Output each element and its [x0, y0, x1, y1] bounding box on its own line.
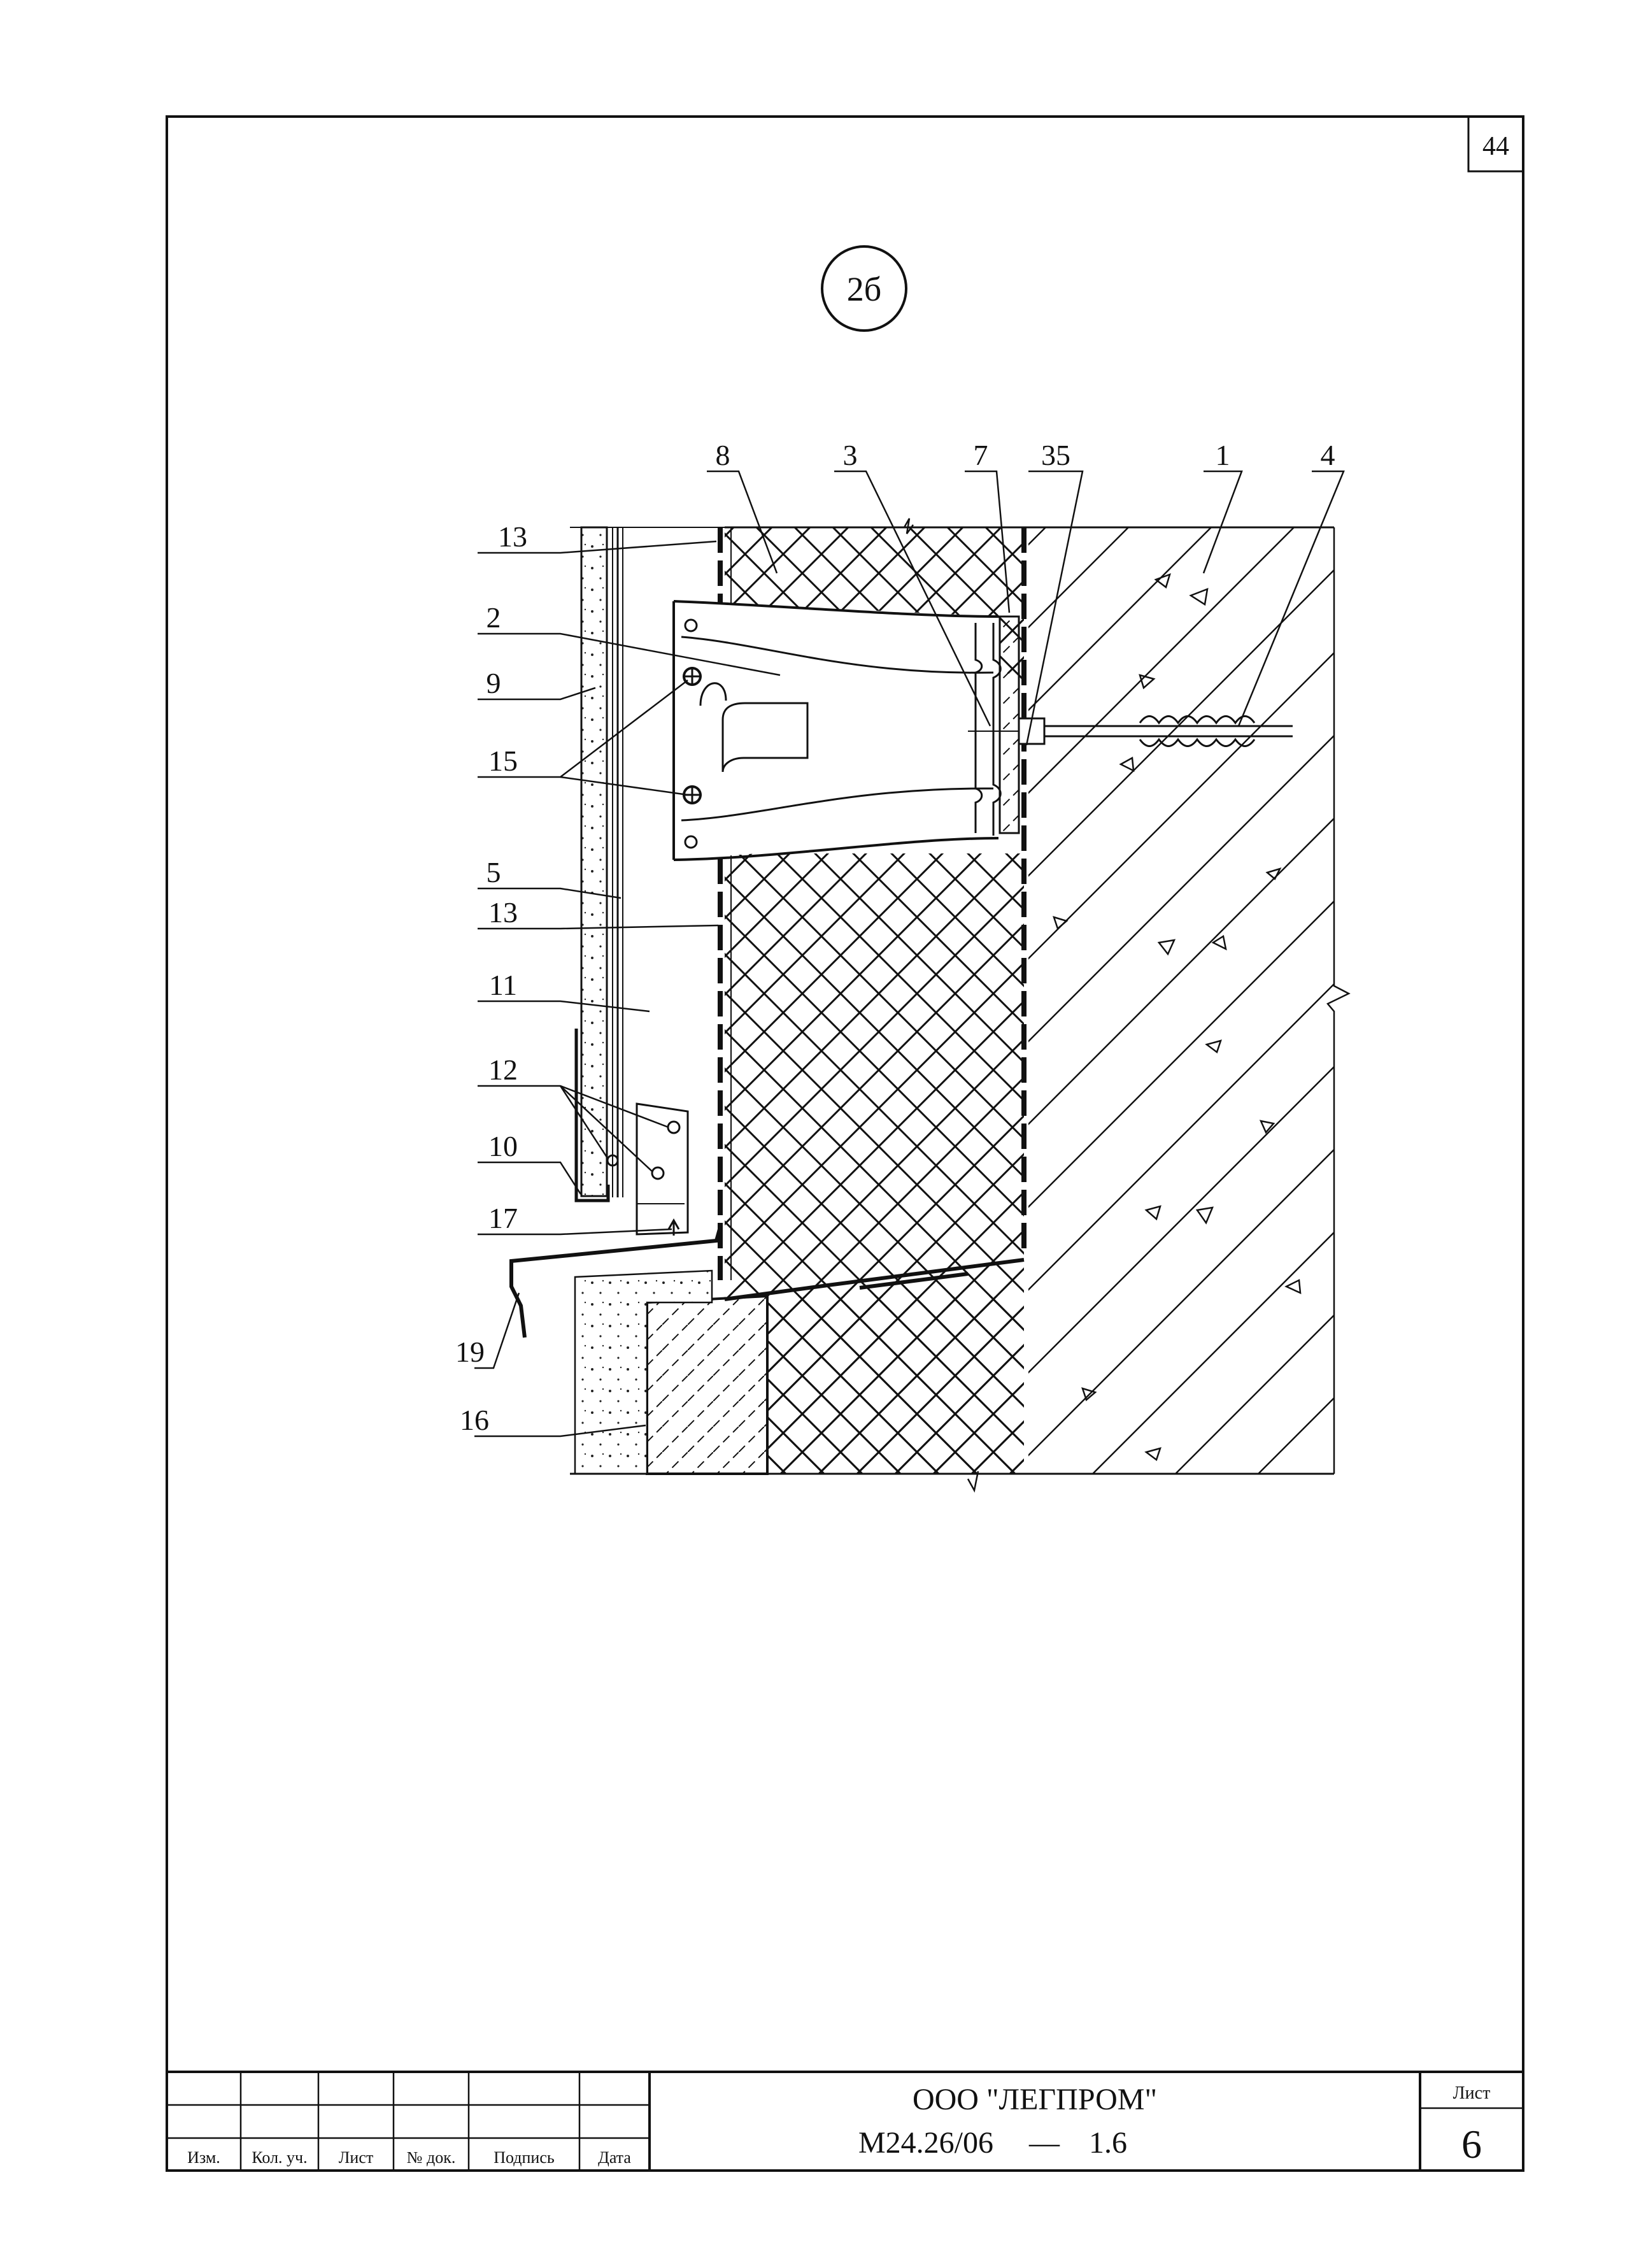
callout-1: 1: [1216, 439, 1230, 471]
detail-mark-label: 2б: [847, 270, 881, 308]
col-izm: Изм.: [187, 2148, 220, 2167]
callout-19: 19: [455, 1336, 485, 1368]
col-date: Дата: [598, 2148, 631, 2167]
callout-2: 2: [487, 601, 501, 634]
callout-7: 7: [974, 439, 988, 471]
hole-icon: [684, 835, 698, 849]
code-dash: —: [1028, 2126, 1060, 2160]
col-doc-number: № док.: [407, 2148, 456, 2167]
page-number: 44: [1482, 132, 1509, 161]
anchor-dowel: [1018, 715, 1293, 747]
page-number-box: 44: [1467, 115, 1524, 173]
facing-panel: [580, 526, 613, 1197]
callout-13-mid: 13: [488, 896, 518, 929]
callout-4: 4: [1321, 439, 1335, 471]
callout-17: 17: [488, 1202, 518, 1234]
callout-35: 35: [1041, 439, 1070, 471]
screw-icon: [683, 667, 702, 686]
sheet-number: 6: [1461, 2122, 1482, 2167]
hole-icon: [684, 618, 698, 632]
callout-13-top: 13: [498, 520, 527, 553]
col-list: Лист: [339, 2148, 373, 2167]
rivet-icon: [651, 1166, 665, 1180]
organization-name: ООО "ЛЕГПРОМ": [913, 2083, 1157, 2116]
callout-3: 3: [843, 439, 858, 471]
thermal-gasket: [998, 615, 1020, 834]
callout-labels: 8 3 7 35 1 4 13 2 9 15 5 13 11 12 10 17 …: [455, 439, 1335, 1436]
callout-8: 8: [716, 439, 730, 471]
angle-bracket: [606, 1102, 689, 1236]
bracket-assembly: [672, 600, 1028, 861]
callout-5: 5: [487, 856, 501, 888]
section-drawing: [509, 518, 1351, 1493]
callout-12: 12: [488, 1053, 518, 1086]
col-signature: Подпись: [494, 2148, 555, 2167]
callout-9: 9: [487, 667, 501, 699]
edge-flashing: [574, 1029, 610, 1202]
guide-profile: [616, 527, 623, 1197]
concrete-wall: [1028, 526, 1351, 1475]
callout-leaders: [474, 470, 1345, 1437]
callout-10: 10: [488, 1130, 518, 1162]
rivet-icon: [606, 1154, 619, 1167]
callout-15: 15: [488, 745, 518, 777]
col-kol-uch: Кол. уч.: [252, 2148, 307, 2167]
drip-sill: [509, 1229, 721, 1338]
window-frame-section: [646, 1258, 1025, 1493]
title-block: Изм. Кол. уч. Лист № док. Подпись Дата О…: [166, 2071, 1524, 2172]
sheet-label: Лист: [1453, 2083, 1491, 2103]
callout-16: 16: [460, 1404, 489, 1436]
document-code: М24.26/06: [858, 2126, 993, 2160]
section-number: 1.6: [1089, 2126, 1127, 2160]
detail-mark: 2б: [821, 245, 907, 332]
callout-11: 11: [489, 969, 517, 1001]
reveal-plaster: [570, 1269, 1028, 1475]
